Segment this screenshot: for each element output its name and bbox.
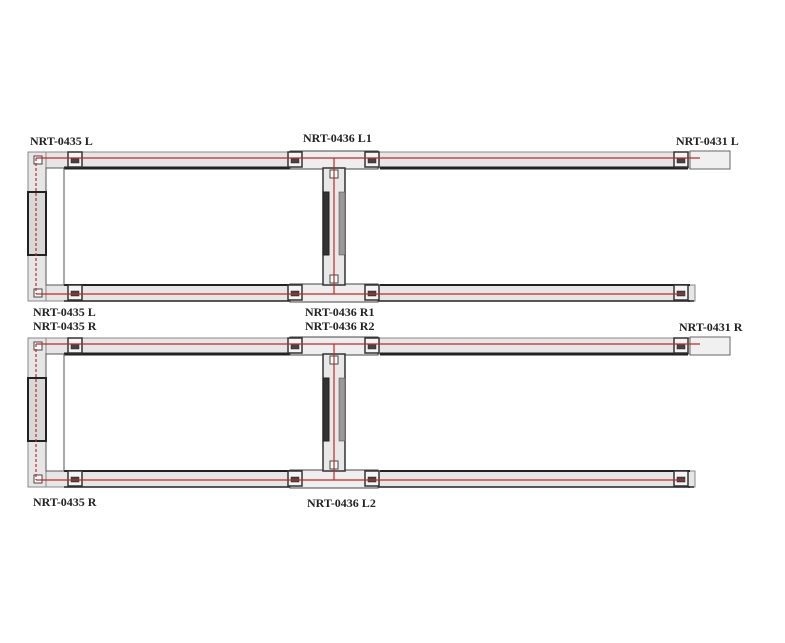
rail-connector-clip bbox=[70, 157, 80, 164]
label-nrt-0435-l-bottom: NRT-0435 L bbox=[33, 305, 96, 319]
rail-connector-clip bbox=[290, 343, 300, 350]
tee-bracket bbox=[338, 191, 346, 256]
rail-connector-clip bbox=[676, 157, 686, 164]
label-nrt-0436-r2: NRT-0436 R2 bbox=[305, 319, 375, 333]
label-nrt-0431-r: NRT-0431 R bbox=[679, 320, 743, 334]
label-nrt-0435-r-bottom: NRT-0435 R bbox=[33, 495, 97, 509]
rail-connector-clip bbox=[367, 343, 377, 350]
end-cap bbox=[689, 336, 731, 356]
label-nrt-0436-r1: NRT-0436 R1 bbox=[305, 305, 375, 319]
corner-square bbox=[33, 288, 43, 298]
tee-bracket bbox=[322, 377, 330, 442]
label-nrt-0435-l-top: NRT-0435 L bbox=[30, 134, 93, 148]
tee-bracket bbox=[322, 191, 330, 256]
corner-square bbox=[33, 474, 43, 484]
label-nrt-0431-l: NRT-0431 L bbox=[676, 134, 739, 148]
rail-connector-clip bbox=[367, 157, 377, 164]
left-inner bbox=[45, 167, 65, 286]
corner-square bbox=[33, 341, 43, 351]
label-nrt-0436-l1: NRT-0436 L1 bbox=[303, 131, 372, 145]
end-cap bbox=[689, 150, 731, 170]
tee-bracket bbox=[338, 377, 346, 442]
rail-connector-clip bbox=[290, 157, 300, 164]
label-nrt-0436-l2: NRT-0436 L2 bbox=[307, 496, 376, 510]
rail-connector-clip bbox=[70, 343, 80, 350]
corner-square bbox=[33, 155, 43, 165]
left-inner bbox=[45, 353, 65, 472]
left-bracket bbox=[27, 377, 47, 442]
left-bracket bbox=[27, 191, 47, 256]
rail-connector-clip bbox=[676, 343, 686, 350]
label-nrt-0435-r-top: NRT-0435 R bbox=[33, 319, 97, 333]
